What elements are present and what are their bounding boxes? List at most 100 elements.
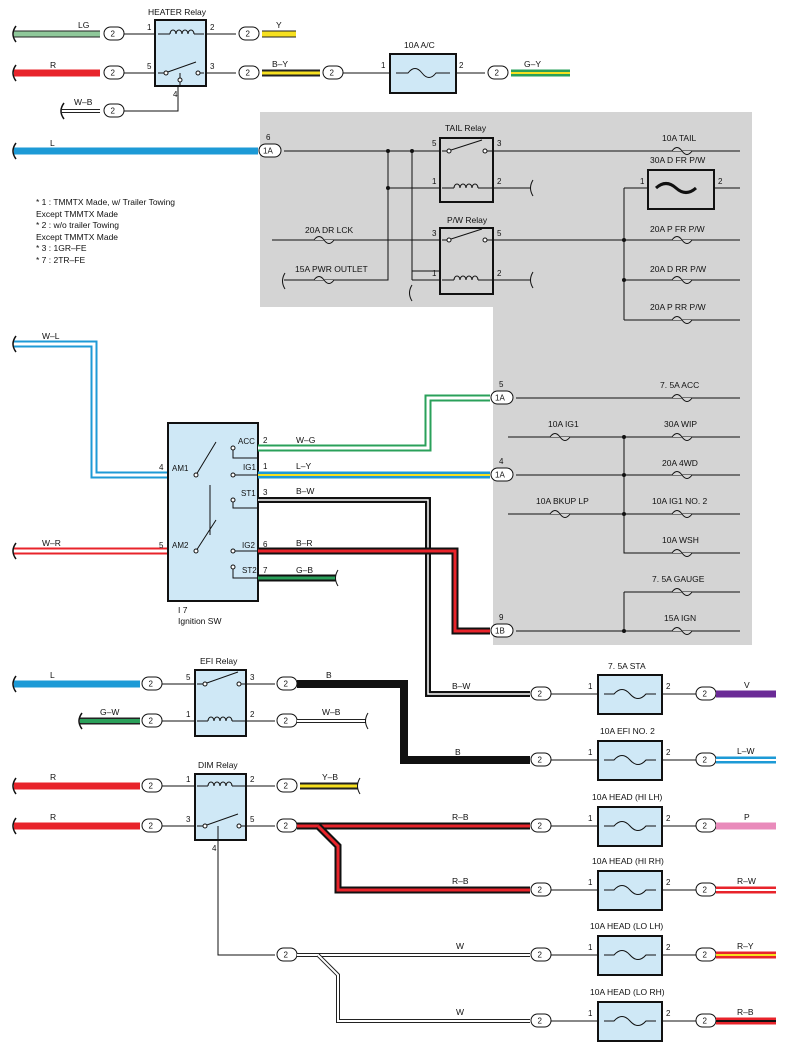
svg-text:2: 2 (703, 1017, 708, 1026)
svg-text:3: 3 (250, 673, 255, 682)
svg-text:3: 3 (186, 815, 191, 824)
svg-text:2: 2 (495, 69, 500, 78)
connector-2: 2 (141, 818, 163, 833)
svg-text:2: 2 (284, 680, 289, 689)
connector-1a: 1A (490, 467, 514, 482)
note-line: * 7 : 2TR–FE (36, 254, 86, 265)
svg-text:2: 2 (703, 951, 708, 960)
connector-2: 2 (276, 676, 298, 691)
svg-text:2: 2 (246, 30, 251, 39)
connector-2: 2 (487, 65, 509, 80)
fuse-prrpw-label: 20A P RR P/W (650, 302, 706, 312)
svg-text:2: 2 (703, 690, 708, 699)
fuse-icon (604, 821, 656, 831)
svg-text:1A: 1A (263, 147, 273, 156)
svg-text:7: 7 (263, 566, 268, 575)
fuse-drrpw-label: 20A D RR P/W (650, 264, 706, 274)
svg-text:1: 1 (588, 748, 593, 757)
connector-2: 2 (238, 26, 260, 41)
svg-text:2: 2 (666, 1009, 671, 1018)
svg-text:2: 2 (284, 951, 289, 960)
svg-text:1: 1 (588, 1009, 593, 1018)
fuse-headhirh-label: 10A HEAD (HI RH) (592, 856, 664, 866)
fuse-icon (671, 236, 693, 244)
connector-2: 2 (103, 26, 125, 41)
svg-text:2: 2 (149, 680, 154, 689)
junction-lower-section: 1A 5 1A 4 1B 9 7. 5A ACC 10A IG1 30A WIP… (490, 380, 740, 638)
fuse-icon (313, 236, 335, 244)
svg-text:1: 1 (147, 23, 152, 32)
note-line: * 2 : w/o trailer Towing (36, 220, 119, 230)
wire-label-w2: W (456, 1007, 464, 1017)
svg-text:2: 2 (538, 690, 543, 699)
connector-2: 2 (695, 818, 717, 833)
svg-text:2: 2 (718, 177, 723, 186)
connector-2: 2 (530, 947, 552, 962)
svg-text:9: 9 (499, 613, 504, 622)
svg-text:2: 2 (538, 756, 543, 765)
fuse-dfrpw-box (647, 169, 715, 210)
efi-relay-label: EFI Relay (200, 656, 238, 666)
fuse-icon (549, 433, 571, 441)
fuse-icon (671, 276, 693, 284)
wire-label-rb-lorh: R–B (737, 1007, 754, 1017)
fuse-ac-label: 10A A/C (404, 40, 435, 50)
fuse-icon (604, 755, 656, 765)
svg-text:4: 4 (159, 463, 164, 472)
svg-text:1: 1 (381, 61, 386, 70)
wire-label-wr: W–R (42, 538, 61, 548)
fuse-icon (671, 147, 693, 155)
svg-text:5: 5 (250, 815, 255, 824)
ign-st1-label: ST1 (241, 489, 256, 498)
note-line: * 1 : TMMTX Made, w/ Trailer Towing (36, 197, 176, 207)
svg-text:4: 4 (212, 844, 217, 853)
connector-2: 2 (141, 778, 163, 793)
svg-text:2: 2 (149, 717, 154, 726)
connector-2: 2 (238, 65, 260, 80)
wire-label-lw: L–W (737, 746, 754, 756)
fuse-headlorh-label: 10A HEAD (LO RH) (590, 987, 665, 997)
svg-text:5: 5 (432, 139, 437, 148)
svg-text:5: 5 (497, 229, 502, 238)
svg-text:3: 3 (210, 62, 215, 71)
fuse-icon (604, 689, 656, 699)
wire-label-wl: W–L (42, 331, 60, 341)
connector-2: 2 (103, 65, 125, 80)
dim-relay-label: DIM Relay (198, 760, 238, 770)
fuse-pwroutlet-label: 15A PWR OUTLET (295, 264, 368, 274)
svg-text:1: 1 (588, 878, 593, 887)
fuse-ig1no2-label: 10A IG1 NO. 2 (652, 496, 708, 506)
connector-2: 2 (141, 676, 163, 691)
fuse-dfrpw-label: 30A D FR P/W (650, 155, 705, 165)
svg-text:2: 2 (538, 886, 543, 895)
tail-relay-box (439, 137, 494, 203)
relay-coil-icon (169, 29, 195, 35)
right-fuse-column: 2 1 2 7. 5A STA 2 V 2 1 2 10A EFI NO. 2 … (530, 661, 776, 1042)
svg-text:2: 2 (666, 748, 671, 757)
svg-text:2: 2 (111, 69, 116, 78)
svg-text:2: 2 (284, 782, 289, 791)
relay-coil-icon (207, 781, 233, 787)
svg-text:2: 2 (284, 822, 289, 831)
efi-relay-section: L G–W 2 2 EFI Relay 5 3 1 2 2 2 B B W–B (14, 656, 530, 764)
ign-st2-label: ST2 (242, 566, 257, 575)
svg-text:1: 1 (640, 177, 645, 186)
fuse-4wd-label: 20A 4WD (662, 458, 698, 468)
wire-label-br: B–R (296, 538, 313, 548)
wire-label-w: W (456, 941, 464, 951)
wire-label-b-efi: B (455, 747, 461, 757)
fuse-icon (671, 549, 693, 557)
svg-text:1: 1 (186, 775, 191, 784)
fuse-icon (671, 394, 693, 402)
svg-text:6: 6 (266, 133, 271, 142)
svg-text:2: 2 (149, 782, 154, 791)
ign-am1-label: AM1 (172, 464, 189, 473)
fuse-icon (671, 627, 693, 635)
fuse-icon (671, 316, 693, 324)
connector-2: 2 (141, 713, 163, 728)
svg-text:3: 3 (497, 139, 502, 148)
fuse-gauge-label: 7. 5A GAUGE (652, 574, 705, 584)
svg-text:2: 2 (703, 886, 708, 895)
fuse-icon (313, 276, 335, 284)
